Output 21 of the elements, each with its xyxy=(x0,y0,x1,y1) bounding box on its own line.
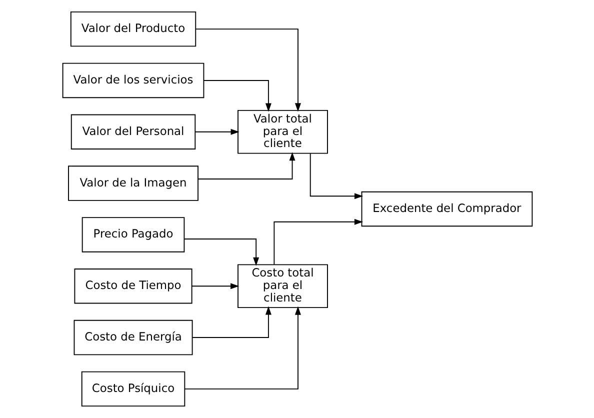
arrow xyxy=(192,306,271,338)
node-box: Valor del Personal xyxy=(70,114,196,150)
arrow xyxy=(273,218,363,265)
arrow xyxy=(195,28,300,112)
arrow xyxy=(190,283,239,290)
node-box: Excedente del Comprador xyxy=(360,191,532,227)
arrow xyxy=(203,80,271,112)
node-box: Costo de Energía xyxy=(73,320,192,356)
node-box: Valor total para el cliente xyxy=(237,110,328,154)
node-box: Valor del Producto xyxy=(70,11,196,47)
node-box: Valor de los servicios xyxy=(62,62,204,98)
node-box: Costo total para el cliente xyxy=(237,264,328,308)
node-box: Costo Psíquico xyxy=(80,371,185,407)
arrow xyxy=(184,306,300,390)
arrow xyxy=(194,128,239,135)
arrow xyxy=(197,152,295,180)
arrow xyxy=(309,153,363,200)
node-box: Costo de Tiempo xyxy=(74,268,192,304)
node-box: Valor de la Imagen xyxy=(68,166,198,201)
node-box: Precio Pagado xyxy=(81,217,184,252)
arrow xyxy=(183,238,259,266)
